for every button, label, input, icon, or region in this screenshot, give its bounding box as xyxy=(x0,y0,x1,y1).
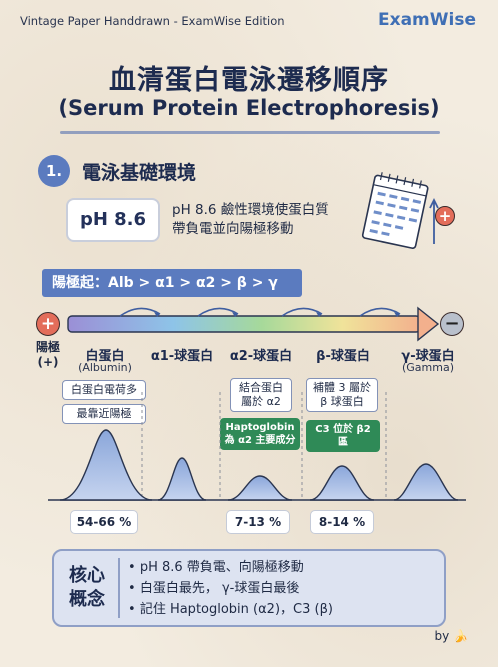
ph-description-line2: 帶負電並向陽極移動 xyxy=(172,221,294,237)
electrophoresis-peaks xyxy=(48,392,466,501)
gel-strip-illustration xyxy=(361,172,429,249)
core-label-line2: 概念 xyxy=(69,589,105,610)
core-point-text: pH 8.6 帶負電、向陽極移動 xyxy=(139,560,304,575)
albumin-percent: 54-66 % xyxy=(70,510,138,534)
core-divider xyxy=(118,558,120,618)
ph-description: pH 8.6 鹼性環境使蛋白質 帶負電並向陽極移動 xyxy=(172,201,329,239)
alpha2-note-line1: 結合蛋白 xyxy=(239,381,283,394)
upward-arrow-icon xyxy=(429,197,439,244)
fraction-sub-gamma: (Gamma) xyxy=(401,361,455,374)
fraction-sub-albumin: (Albumin) xyxy=(78,361,132,374)
ph-description-line1: pH 8.6 鹼性環境使蛋白質 xyxy=(172,202,329,218)
banana-icon: 🍌 xyxy=(453,629,468,643)
beta-note-line1: 補體 3 屬於 xyxy=(313,381,371,394)
anode-plus-icon: + xyxy=(36,312,60,336)
cathode-minus-icon: − xyxy=(440,312,464,336)
anode-label: 陽極 (+) xyxy=(32,340,64,370)
fraction-name-alpha2: α2-球蛋白 xyxy=(229,349,293,364)
haptoglobin-note-line2: 為 α2 主要成分 xyxy=(224,435,296,446)
byline-text: by xyxy=(434,629,450,643)
section-number-badge: 1. xyxy=(38,155,70,187)
alpha2-note-line2: 屬於 α2 xyxy=(241,395,281,408)
core-point-text: 白蛋白最先， γ-球蛋白最後 xyxy=(139,581,300,596)
anode-label-line1: 陽極 xyxy=(35,340,60,354)
title-underline xyxy=(60,131,440,134)
migration-order-banner: 陽極起：Alb > α1 > α2 > β > γ xyxy=(42,269,302,297)
fraction-name-alpha1: α1-球蛋白 xyxy=(150,349,214,364)
core-label-line1: 核心 xyxy=(69,565,105,586)
haptoglobin-note: Haptoglobin 為 α2 主要成分 xyxy=(220,418,300,450)
c3-note: C3 位於 β2 區 xyxy=(306,420,380,452)
fraction-name-gamma: γ-球蛋白 xyxy=(401,349,455,364)
core-concepts-box xyxy=(52,549,446,627)
alpha2-note: 結合蛋白 屬於 α2 xyxy=(230,378,292,412)
core-point: • 白蛋白最先， γ-球蛋白最後 xyxy=(128,581,300,596)
fraction-name-albumin: 白蛋白 xyxy=(85,349,125,364)
beta-percent: 8-14 % xyxy=(310,510,374,534)
brand-logo: ExamWise xyxy=(378,10,476,30)
core-points-list: • pH 8.6 帶負電、向陽極移動 • 白蛋白最先， γ-球蛋白最後 • 記住… xyxy=(128,557,333,620)
albumin-note-1: 白蛋白電荷多 xyxy=(62,380,146,400)
haptoglobin-note-line1: Haptoglobin xyxy=(225,422,295,433)
ph-value-box: pH 8.6 xyxy=(66,198,160,242)
migration-arrow xyxy=(67,306,440,342)
albumin-note-2: 最靠近陽極 xyxy=(62,404,146,424)
plus-electrode-icon: + xyxy=(435,206,455,226)
edition-caption: Vintage Paper Handdrawn - ExamWise Editi… xyxy=(20,14,285,28)
core-point-text: 記住 Haptoglobin (α2)，C3 (β) xyxy=(139,602,333,617)
core-point: • pH 8.6 帶負電、向陽極移動 xyxy=(128,560,304,575)
fraction-name-beta: β-球蛋白 xyxy=(316,349,370,364)
core-concepts-label: 核心 概念 xyxy=(62,564,112,612)
beta-note: 補體 3 屬於 β 球蛋白 xyxy=(306,378,378,412)
page-title: 血清蛋白電泳遷移順序 xyxy=(109,65,389,96)
core-point: • 記住 Haptoglobin (α2)，C3 (β) xyxy=(128,602,333,617)
section-title: 電泳基礎環境 xyxy=(82,162,197,184)
alpha2-percent: 7-13 % xyxy=(226,510,290,534)
anode-label-line2: (+) xyxy=(37,355,59,369)
page-subtitle: (Serum Protein Electrophoresis) xyxy=(58,96,440,120)
byline: by 🍌 xyxy=(435,629,469,643)
beta-note-line2: β 球蛋白 xyxy=(320,395,364,408)
